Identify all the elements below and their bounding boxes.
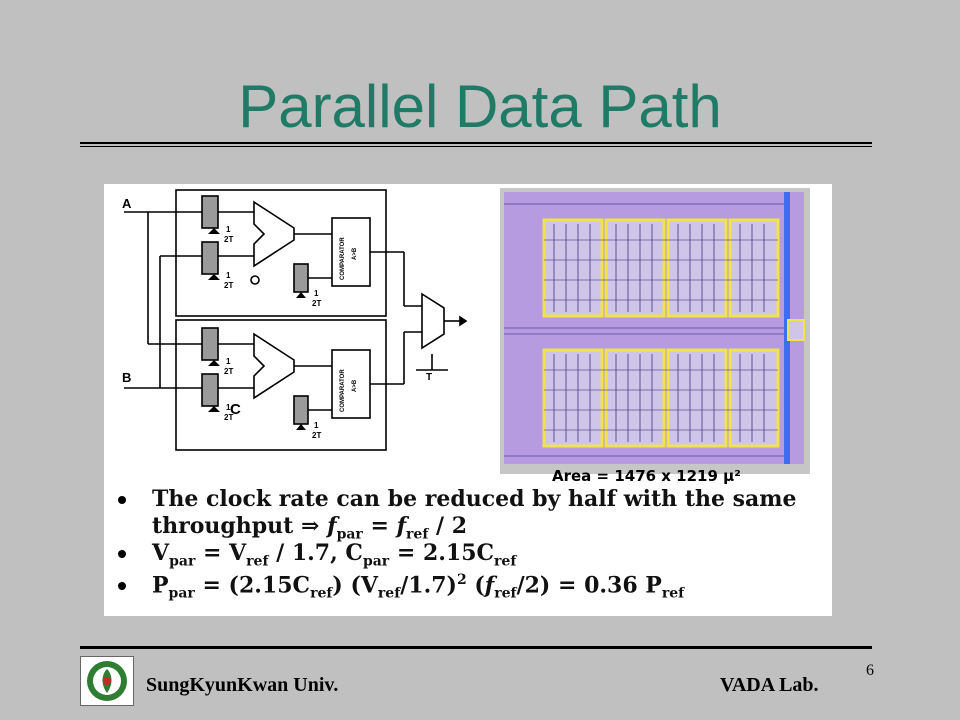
chip-layout [500,188,810,474]
bullet-dot [118,582,126,591]
clock-den-2: 2T [224,281,233,290]
clock-num-3: 1 [226,357,231,366]
page-number: 6 [866,662,874,679]
bullet-dot [118,496,126,504]
clock-den-1: 2T [224,235,233,244]
clock-den-5: 2T [312,299,321,308]
clock-den-3: 2T [224,367,233,376]
comparator-label-top: COMPARATOR [340,237,346,280]
clock-den-6: 2T [312,431,321,440]
bullet-list: The clock rate can be reduced by half wi… [118,486,818,602]
bullet-item-1-cont: throughput ⇒ fpar = fref / 2 [152,513,468,543]
footer-rule [80,646,872,649]
input-a-label: A [122,196,132,211]
comparator-sub-bottom: A>B [352,379,358,392]
bullet-item-3: Ppar = (2.15Cref) (Vref/1.7)2 (fref/2) =… [118,567,818,602]
clock-arrows [208,228,306,430]
title-underline [80,142,872,144]
node-c-label: C [230,401,241,418]
input-b-label: B [122,370,131,385]
upper-datapath-box [175,189,387,317]
title-underline-thin [80,146,872,147]
bullet-dot [118,550,126,558]
figure-panel: A B C T 1 2T 1 2T 1 2T 1 2T 1 2T 1 2T CO… [104,184,832,616]
clock-num-6: 1 [314,421,319,430]
clock-den-4: 2T [224,413,233,422]
lower-datapath-box [175,319,387,451]
clock-num-4: 1 [226,403,231,412]
mux-clock-label: T [426,372,432,383]
university-logo-icon [87,661,127,701]
footer-university: SungKyunKwan Univ. [146,674,339,696]
clock-num-5: 1 [314,289,319,298]
clock-num-2: 1 [226,271,231,280]
comparator-label-bottom: COMPARATOR [340,369,346,412]
schematic [124,189,468,451]
comparator-sub-top: A>B [352,247,358,260]
bullet-item-1: The clock rate can be reduced by half wi… [118,486,818,513]
university-logo [80,656,134,706]
circuit-and-layout-figure: A B C T 1 2T 1 2T 1 2T 1 2T 1 2T 1 2T CO… [122,188,810,474]
footer-lab: VADA Lab. [720,674,819,696]
bullet-item-2: Vpar = Vref / 1.7, Cpar = 2.15Cref [118,540,818,569]
slide-title: Parallel Data Path [238,73,722,140]
clock-num-1: 1 [226,225,231,234]
area-label: Area = 1476 x 1219 μ² [552,467,741,485]
